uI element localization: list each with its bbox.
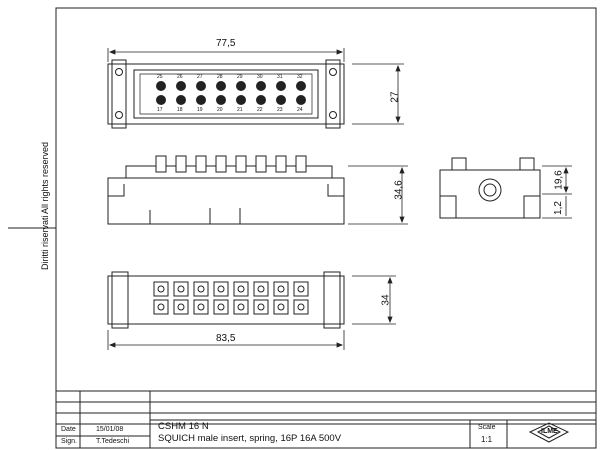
side-contact bbox=[275, 155, 287, 173]
bottom-contact-hole bbox=[257, 285, 265, 293]
bottom-contact-hole bbox=[157, 285, 165, 293]
rights-note-it: Diritti riservati bbox=[40, 215, 50, 270]
dim-end-height-b: 1,2 bbox=[552, 201, 564, 215]
pin-23 bbox=[276, 95, 286, 105]
sign-label: Sign. bbox=[61, 438, 77, 445]
pin-label-27: 27 bbox=[197, 74, 203, 80]
pin-21 bbox=[236, 95, 246, 105]
bottom-view bbox=[107, 271, 345, 329]
side-contact bbox=[175, 155, 187, 173]
logo-text: ILME bbox=[541, 428, 558, 435]
bottom-contact-cell bbox=[293, 299, 309, 315]
end-view bbox=[439, 157, 541, 219]
bottom-contact-cell bbox=[193, 281, 209, 297]
bottom-contact-cell bbox=[213, 281, 229, 297]
pin-label-29: 29 bbox=[237, 74, 243, 80]
bottom-contact-hole bbox=[177, 285, 185, 293]
pin-26 bbox=[176, 81, 186, 91]
side-contact bbox=[255, 155, 267, 173]
pin-27 bbox=[196, 81, 206, 91]
side-contact bbox=[215, 155, 227, 173]
sign-value: T.Tedeschi bbox=[96, 438, 130, 445]
bottom-contact-cell bbox=[233, 299, 249, 315]
date-label: Date bbox=[61, 426, 76, 433]
bottom-contact-hole bbox=[297, 285, 305, 293]
pin-label-25: 25 bbox=[157, 74, 163, 80]
bottom-contact-hole bbox=[197, 303, 205, 311]
top-view bbox=[107, 59, 345, 129]
bottom-contact-hole bbox=[277, 303, 285, 311]
pin-25 bbox=[156, 81, 166, 91]
side-view bbox=[107, 155, 345, 225]
bottom-contact-hole bbox=[237, 285, 245, 293]
dim-side-height: 34,6 bbox=[393, 180, 405, 200]
pin-label-17: 17 bbox=[157, 107, 163, 113]
pin-label-32: 32 bbox=[297, 74, 303, 80]
side-contact bbox=[235, 155, 247, 173]
bottom-contact-cell bbox=[253, 299, 269, 315]
pin-label-19: 19 bbox=[197, 107, 203, 113]
pin-label-24: 24 bbox=[297, 107, 303, 113]
pin-18 bbox=[176, 95, 186, 105]
side-contact bbox=[195, 155, 207, 173]
bottom-contact-hole bbox=[157, 303, 165, 311]
side-contact bbox=[295, 155, 307, 173]
pin-31 bbox=[276, 81, 286, 91]
bottom-contact-cell bbox=[153, 299, 169, 315]
pin-label-21: 21 bbox=[237, 107, 243, 113]
pin-30 bbox=[256, 81, 266, 91]
pin-label-20: 20 bbox=[217, 107, 223, 113]
bottom-contact-cell bbox=[253, 281, 269, 297]
pin-19 bbox=[196, 95, 206, 105]
bottom-contact-hole bbox=[177, 303, 185, 311]
bottom-contact-hole bbox=[237, 303, 245, 311]
bottom-contact-cell bbox=[273, 281, 289, 297]
scale-value: 1:1 bbox=[481, 435, 493, 444]
dim-top-width: 77,5 bbox=[216, 38, 236, 49]
dim-bottom-width: 83,5 bbox=[216, 333, 236, 344]
bottom-contact-cell bbox=[173, 281, 189, 297]
bottom-contact-cell bbox=[173, 299, 189, 315]
ilme-logo bbox=[528, 422, 570, 443]
dim-top-height: 27 bbox=[389, 91, 401, 103]
bottom-contact-cell bbox=[213, 299, 229, 315]
bottom-contact-cell bbox=[233, 281, 249, 297]
pin-label-18: 18 bbox=[177, 107, 183, 113]
bottom-contact-cell bbox=[153, 281, 169, 297]
pin-29 bbox=[236, 81, 246, 91]
bottom-contact-cell bbox=[193, 299, 209, 315]
pin-label-30: 30 bbox=[257, 74, 263, 80]
pin-32 bbox=[296, 81, 306, 91]
dim-bottom-height: 34 bbox=[380, 294, 392, 306]
pin-label-23: 23 bbox=[277, 107, 283, 113]
pin-20 bbox=[216, 95, 226, 105]
bottom-contact-hole bbox=[217, 285, 225, 293]
bottom-contact-cell bbox=[293, 281, 309, 297]
pin-label-22: 22 bbox=[257, 107, 263, 113]
pin-28 bbox=[216, 81, 226, 91]
part-description: SQUICH male insert, spring, 16P 16A 500V bbox=[158, 433, 342, 444]
pin-label-31: 31 bbox=[277, 74, 283, 80]
pin-17 bbox=[156, 95, 166, 105]
pin-label-28: 28 bbox=[217, 74, 223, 80]
bottom-contact-hole bbox=[277, 285, 285, 293]
bottom-contact-hole bbox=[257, 303, 265, 311]
bottom-contact-hole bbox=[297, 303, 305, 311]
pin-label-26: 26 bbox=[177, 74, 183, 80]
pin-24 bbox=[296, 95, 306, 105]
pin-22 bbox=[256, 95, 266, 105]
date-value: 15/01/08 bbox=[96, 426, 124, 433]
bottom-contact-hole bbox=[217, 303, 225, 311]
dim-end-height-a: 19,6 bbox=[553, 170, 565, 190]
side-contact bbox=[155, 155, 167, 173]
scale-label: Scale bbox=[478, 424, 496, 431]
rights-note-en: All rights reserved bbox=[40, 141, 50, 214]
bottom-contact-hole bbox=[197, 285, 205, 293]
bottom-contact-cell bbox=[273, 299, 289, 315]
part-code: CSHM 16 N bbox=[158, 421, 209, 432]
